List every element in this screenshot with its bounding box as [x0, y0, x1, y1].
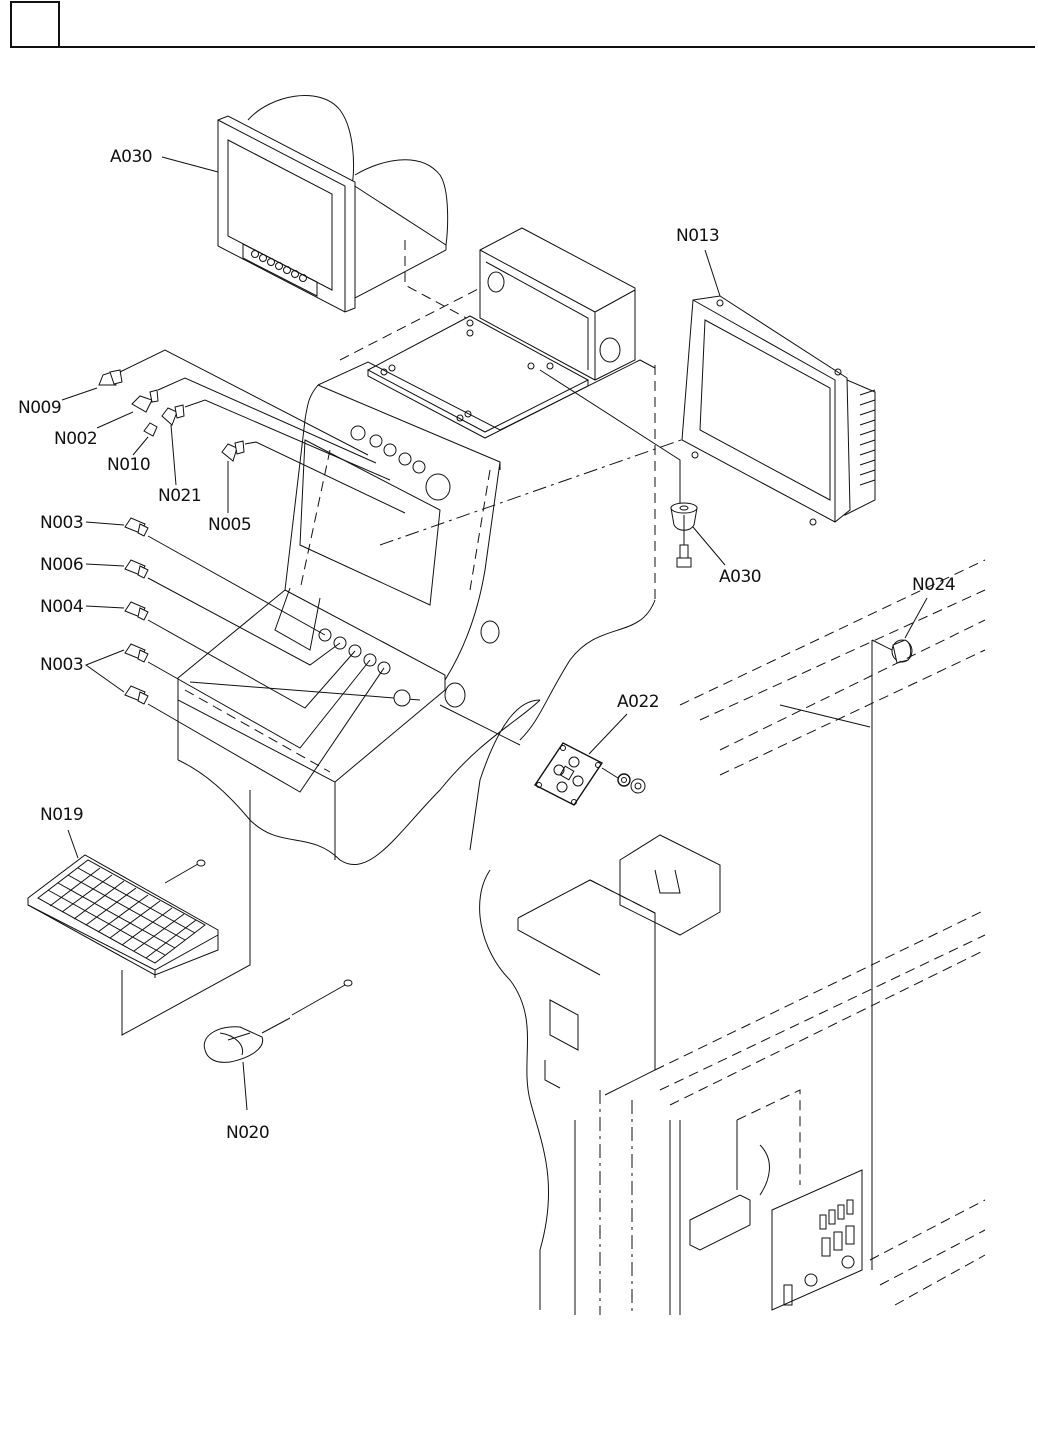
monitor-a030 — [217, 95, 471, 321]
wire-n002 — [157, 377, 377, 464]
leader-n021 — [170, 424, 177, 486]
leader-n003-a — [85, 521, 125, 526]
wire-n003-b2 — [147, 667, 385, 793]
callout-n019: N019 — [40, 805, 83, 825]
keypad-a022 — [439, 704, 646, 806]
switch-n009 — [98, 369, 123, 386]
lamp-n003-b — [124, 643, 149, 705]
button-n002 — [131, 389, 159, 413]
mounting-bracket — [339, 227, 656, 600]
wire-n009 — [119, 349, 369, 456]
callout-n021: N021 — [158, 486, 201, 506]
callout-a030-foot: A030 — [719, 567, 761, 587]
plug-n024 — [871, 639, 913, 1270]
callout-n003-b: N003 — [40, 655, 83, 675]
rubber-foot-a030 — [670, 502, 698, 568]
cabinet-frame — [469, 559, 986, 1315]
callout-n009: N009 — [18, 398, 61, 418]
lamp-n006 — [124, 559, 149, 579]
wire-n005 — [244, 441, 406, 514]
button-n021 — [161, 404, 185, 426]
callout-n013: N013 — [676, 226, 719, 246]
section-number-box — [10, 1, 60, 48]
leader-n019 — [67, 829, 79, 859]
leader-n010 — [132, 436, 149, 456]
wire-n019 — [121, 790, 251, 1036]
leader-n006 — [85, 563, 125, 567]
lcd-panel-n013 — [681, 295, 876, 526]
callout-a022: A022 — [617, 692, 659, 712]
leader-n024 — [904, 597, 928, 639]
lamp-n004 — [124, 601, 149, 621]
leader-n020 — [242, 1061, 248, 1111]
wire-n006 — [147, 577, 341, 666]
leader-n002 — [96, 411, 134, 429]
callout-n020: N020 — [226, 1123, 269, 1143]
callout-n024: N024 — [912, 575, 955, 595]
console-body — [177, 359, 768, 866]
button-n005 — [221, 440, 245, 462]
mouse-n020 — [203, 979, 353, 1063]
leader-n003-b — [84, 649, 125, 693]
callout-n003-a: N003 — [40, 513, 83, 533]
leader-a022 — [588, 713, 628, 755]
callout-n006: N006 — [40, 555, 83, 575]
leader-n009 — [61, 387, 98, 401]
header-rule — [10, 46, 1035, 48]
leader-a030-monitor — [161, 156, 219, 173]
leader-n004 — [85, 605, 125, 609]
wire-n003-a — [147, 535, 326, 636]
callout-n004: N004 — [40, 597, 83, 617]
callout-n005: N005 — [208, 515, 251, 535]
wire-n021 — [184, 399, 391, 481]
keyboard-n019 — [27, 854, 219, 978]
wire-n003-b1 — [147, 659, 371, 749]
wire-n004 — [147, 619, 356, 709]
callout-n010: N010 — [107, 455, 150, 475]
callout-n002: N002 — [54, 429, 97, 449]
leader-n013 — [704, 249, 721, 297]
cap-n010 — [143, 422, 158, 437]
callout-a030-monitor: A030 — [110, 147, 152, 167]
lamp-n003-a — [124, 517, 149, 537]
leader-a030-foot — [692, 526, 726, 566]
